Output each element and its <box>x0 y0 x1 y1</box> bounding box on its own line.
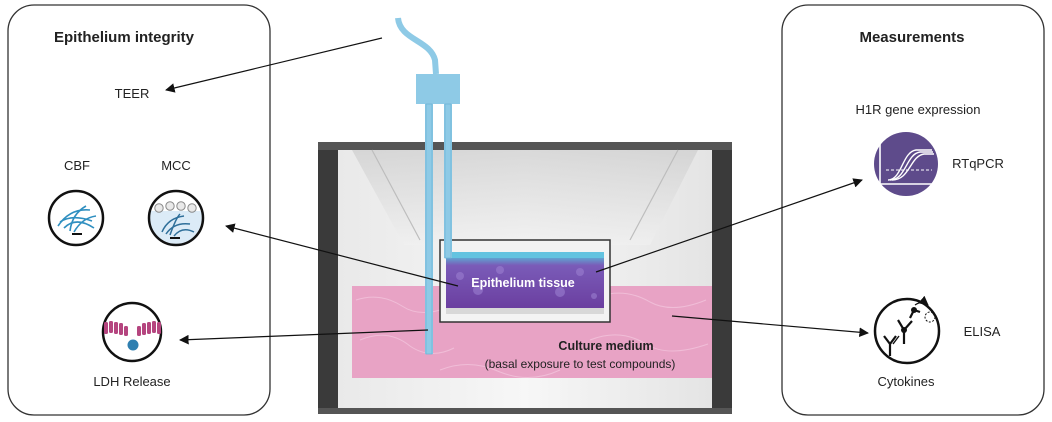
well-right-wall <box>712 150 732 412</box>
left-panel: Epithelium integrity TEER CBF MCC <box>7 4 271 416</box>
medium-sublabel: (basal exposure to test compounds) <box>485 357 676 371</box>
cilia-beating-icon <box>47 189 105 247</box>
culture-well: Epithelium tissue Culture medium (basal … <box>318 17 732 414</box>
cbf-label: CBF <box>64 158 90 173</box>
insert-funnel <box>352 150 698 245</box>
arrow-to-cilia <box>225 223 459 287</box>
arrow-to-elisa <box>671 315 869 338</box>
left-panel-title: Epithelium integrity <box>54 29 195 46</box>
teer-electrode <box>395 17 460 355</box>
right-panel: Measurements H1R gene expression RTqPCR … <box>781 4 1045 416</box>
arrow-to-teer <box>165 37 383 93</box>
h1r-header: H1R gene expression <box>855 102 980 117</box>
tissue-cells <box>456 266 597 299</box>
cytokines-label: Cytokines <box>877 374 935 389</box>
arrow-to-ldh <box>179 329 429 345</box>
epithelium-tissue <box>446 256 604 308</box>
medium-label: Culture medium <box>558 339 653 353</box>
ldh-label: LDH Release <box>93 374 170 389</box>
elisa-label: ELISA <box>964 324 1001 339</box>
mcc-label: MCC <box>161 158 191 173</box>
well-rim <box>318 142 732 150</box>
medium-texture <box>355 292 709 378</box>
ldh-release-icon <box>101 301 163 363</box>
mucociliary-clearance-icon <box>147 189 205 247</box>
teer-label: TEER <box>115 86 150 101</box>
left-panel-frame <box>7 4 271 416</box>
right-panel-title: Measurements <box>859 29 964 46</box>
rtqpcr-label: RTqPCR <box>952 156 1004 171</box>
antibody-elisa-icon <box>873 295 941 365</box>
arrow-to-rtqpcr <box>595 178 863 273</box>
right-panel-frame <box>781 4 1045 416</box>
well-left-wall <box>318 150 338 412</box>
tissue-label: Epithelium tissue <box>471 276 575 290</box>
qpcr-curve-icon <box>874 132 938 196</box>
connector-arrows <box>165 37 869 345</box>
well-base <box>318 408 732 414</box>
